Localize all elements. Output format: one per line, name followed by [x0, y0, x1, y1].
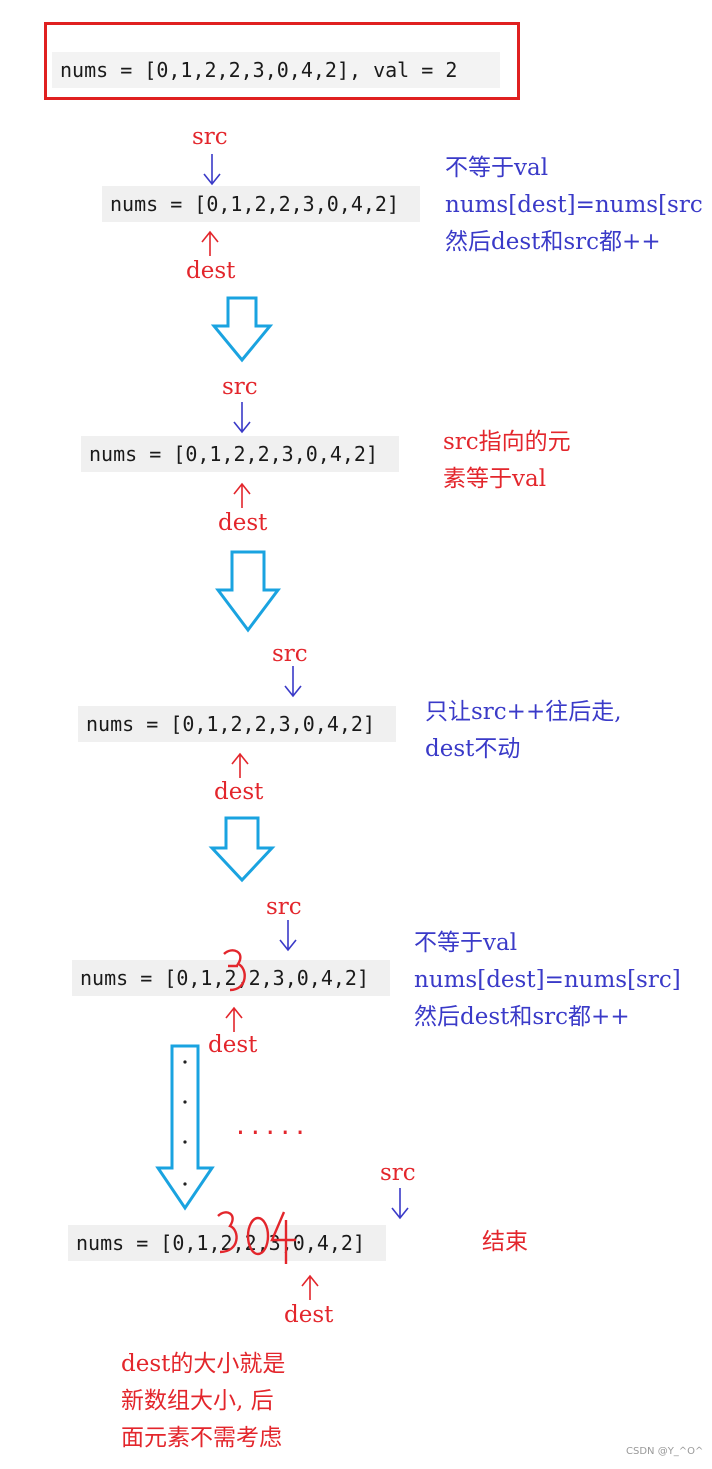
dest-arrow-icon [301, 1274, 319, 1300]
down-arrow-icon [215, 550, 281, 633]
src-arrow-icon [284, 666, 302, 698]
array-code: nums = [0,1,2,2,3,0,4,2] [102, 186, 420, 222]
src-arrow-icon [391, 1188, 409, 1220]
dest-label: dest [284, 1302, 334, 1328]
long-down-arrow-icon [155, 1044, 215, 1211]
conclusion-note: dest的大小就是新数组大小, 后 面元素不需考虑 [121, 1351, 286, 1451]
dest-label: dest [214, 779, 264, 805]
src-label: src [266, 894, 302, 920]
step-note: 结束 [482, 1229, 528, 1255]
src-arrow-icon [279, 920, 297, 952]
dest-label: dest [186, 258, 236, 284]
src-label: src [272, 641, 308, 667]
handwritten-3-scribble [223, 949, 246, 992]
handwritten-304-scribble [217, 1211, 296, 1264]
down-arrow-icon [208, 816, 276, 883]
array-code: nums = [0,1,2,2,3,0,4,2] [81, 436, 399, 472]
header-code: nums = [0,1,2,2,3,0,4,2], val = 2 [52, 52, 500, 88]
down-arrow-icon [210, 296, 274, 363]
dest-arrow-icon [233, 482, 251, 508]
dest-arrow-icon [201, 230, 219, 256]
src-label: src [380, 1160, 416, 1186]
step-note: src指向的元素等于val [443, 429, 571, 492]
dest-arrow-icon [225, 1006, 243, 1032]
array-code: nums = [0,1,2,2,3,0,4,2] [78, 706, 396, 742]
step-note: 只让src++往后走,dest不动 [425, 699, 622, 762]
ellipsis: ..... [236, 1108, 311, 1141]
dest-label: dest [208, 1032, 258, 1058]
dest-label: dest [218, 510, 268, 536]
watermark: CSDN @Y_^O^ [626, 1446, 704, 1457]
src-arrow-icon [233, 402, 251, 434]
dest-arrow-icon [231, 752, 249, 778]
src-label: src [222, 374, 258, 400]
src-arrow-icon [203, 154, 221, 186]
header-box [44, 22, 520, 100]
src-label: src [192, 124, 228, 150]
